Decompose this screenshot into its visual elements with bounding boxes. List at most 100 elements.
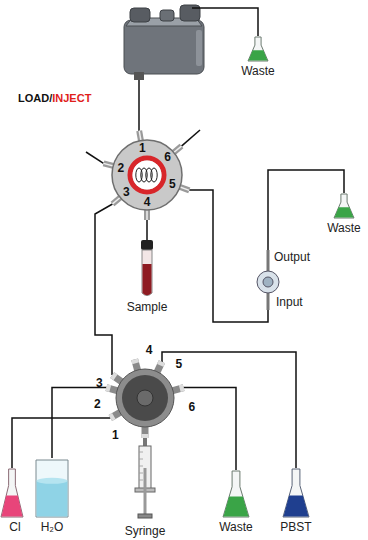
syringe: Syringe xyxy=(123,438,168,538)
port-number: 5 xyxy=(176,358,183,371)
buffer-flask-shape xyxy=(282,468,310,518)
flask-liquid xyxy=(249,50,268,60)
valve-fitting-cap xyxy=(142,434,149,438)
sample-loop-coil xyxy=(151,168,157,182)
syringe-pump xyxy=(124,5,204,80)
reagent-flask-shape xyxy=(0,468,24,518)
port-number: 6 xyxy=(164,151,171,164)
tube xyxy=(146,220,148,240)
node-label: PBST xyxy=(278,520,314,534)
flask-liquid xyxy=(335,207,354,217)
flask-outline xyxy=(283,469,309,517)
syringe-tip xyxy=(143,438,147,446)
tube xyxy=(184,388,236,470)
node-label: Syringe xyxy=(123,524,168,538)
vial-cap xyxy=(141,240,153,250)
flow-cell: OutputInput xyxy=(255,250,313,310)
valve-fitting-cap xyxy=(135,359,136,363)
waste-flask-shape xyxy=(333,193,355,219)
valve-ring xyxy=(116,369,174,427)
flask-liquid xyxy=(284,496,309,517)
syringe-scale xyxy=(139,459,143,460)
tube xyxy=(189,190,268,322)
tube xyxy=(192,8,258,36)
node-label: Cl xyxy=(1,520,29,534)
port-number: 2 xyxy=(118,162,125,175)
node-label: Waste xyxy=(239,64,277,78)
selection-valve xyxy=(106,359,183,438)
sample-vial: Sample xyxy=(125,240,170,314)
syringe-shape xyxy=(134,438,156,522)
tube xyxy=(182,130,201,146)
pump-side xyxy=(196,30,202,66)
pump-knob xyxy=(160,10,174,21)
flask-outline xyxy=(248,37,268,61)
valve-hub xyxy=(137,390,153,406)
syringe-scale xyxy=(139,466,143,467)
port-number: 1 xyxy=(112,429,119,442)
syringe-scale xyxy=(139,452,143,453)
port-number: 4 xyxy=(146,344,153,357)
port-number: 1 xyxy=(139,142,146,155)
tubing xyxy=(12,8,296,470)
port-number: 5 xyxy=(169,178,176,191)
node-label: H₂O xyxy=(32,520,72,534)
water-beaker: H₂O xyxy=(32,458,72,534)
flask-outline xyxy=(334,194,354,218)
valve-fitting-cap xyxy=(112,375,115,377)
water-beaker-shape xyxy=(34,458,70,518)
valve-mode-label: INJECT xyxy=(52,92,91,105)
vial-body xyxy=(142,250,152,296)
waste-flask-shape xyxy=(222,470,250,518)
port-number: 4 xyxy=(144,196,151,209)
valve-fitting-cap xyxy=(160,362,162,366)
node-label: Waste xyxy=(217,520,255,534)
valve-mode-label: LOAD/ xyxy=(18,92,52,105)
node-label: Sample xyxy=(125,300,170,314)
flask-outline xyxy=(1,469,23,517)
valve-fitting-cap xyxy=(106,388,110,389)
pump-body xyxy=(124,20,204,74)
valve-rotor-ring xyxy=(130,158,164,192)
pump-knob xyxy=(130,8,150,22)
flask-liquid xyxy=(2,496,23,517)
buffer-flask: PBST xyxy=(278,468,314,534)
port-number: 6 xyxy=(189,401,196,414)
tube xyxy=(138,80,140,131)
port-number: 3 xyxy=(96,377,103,390)
tube-connector xyxy=(268,170,344,250)
valve-fitting-cap xyxy=(110,416,113,418)
pump-nozzle xyxy=(134,72,144,80)
tube xyxy=(52,388,106,458)
waste-flask: Waste xyxy=(325,193,363,235)
valve-body xyxy=(122,375,168,421)
tube xyxy=(162,352,296,468)
flow-cell-window xyxy=(263,277,273,287)
syringe-scale xyxy=(139,480,143,481)
node-label: Output xyxy=(274,250,310,264)
valve-body xyxy=(112,140,182,210)
tube xyxy=(86,152,104,163)
port-number: 2 xyxy=(94,398,101,411)
beaker-outline xyxy=(36,460,68,517)
sample-vial-shape xyxy=(140,240,154,298)
syringe-thumb xyxy=(138,514,152,518)
valve-fitting-cap xyxy=(180,388,184,389)
port-number: 3 xyxy=(123,186,130,199)
waste-flask-shape xyxy=(247,36,269,62)
syringe-plunger xyxy=(144,468,147,514)
tube xyxy=(95,204,113,375)
vial-liquid xyxy=(143,264,152,295)
waste-flask: Waste xyxy=(239,36,277,78)
cell-port xyxy=(267,250,270,272)
beaker-surface xyxy=(37,478,68,484)
node-label: Waste xyxy=(325,221,363,235)
flask-outline xyxy=(223,471,249,517)
cell-port xyxy=(267,292,270,310)
beaker-liquid xyxy=(37,481,68,517)
flask-liquid xyxy=(224,496,249,516)
syringe-scale xyxy=(139,473,143,474)
